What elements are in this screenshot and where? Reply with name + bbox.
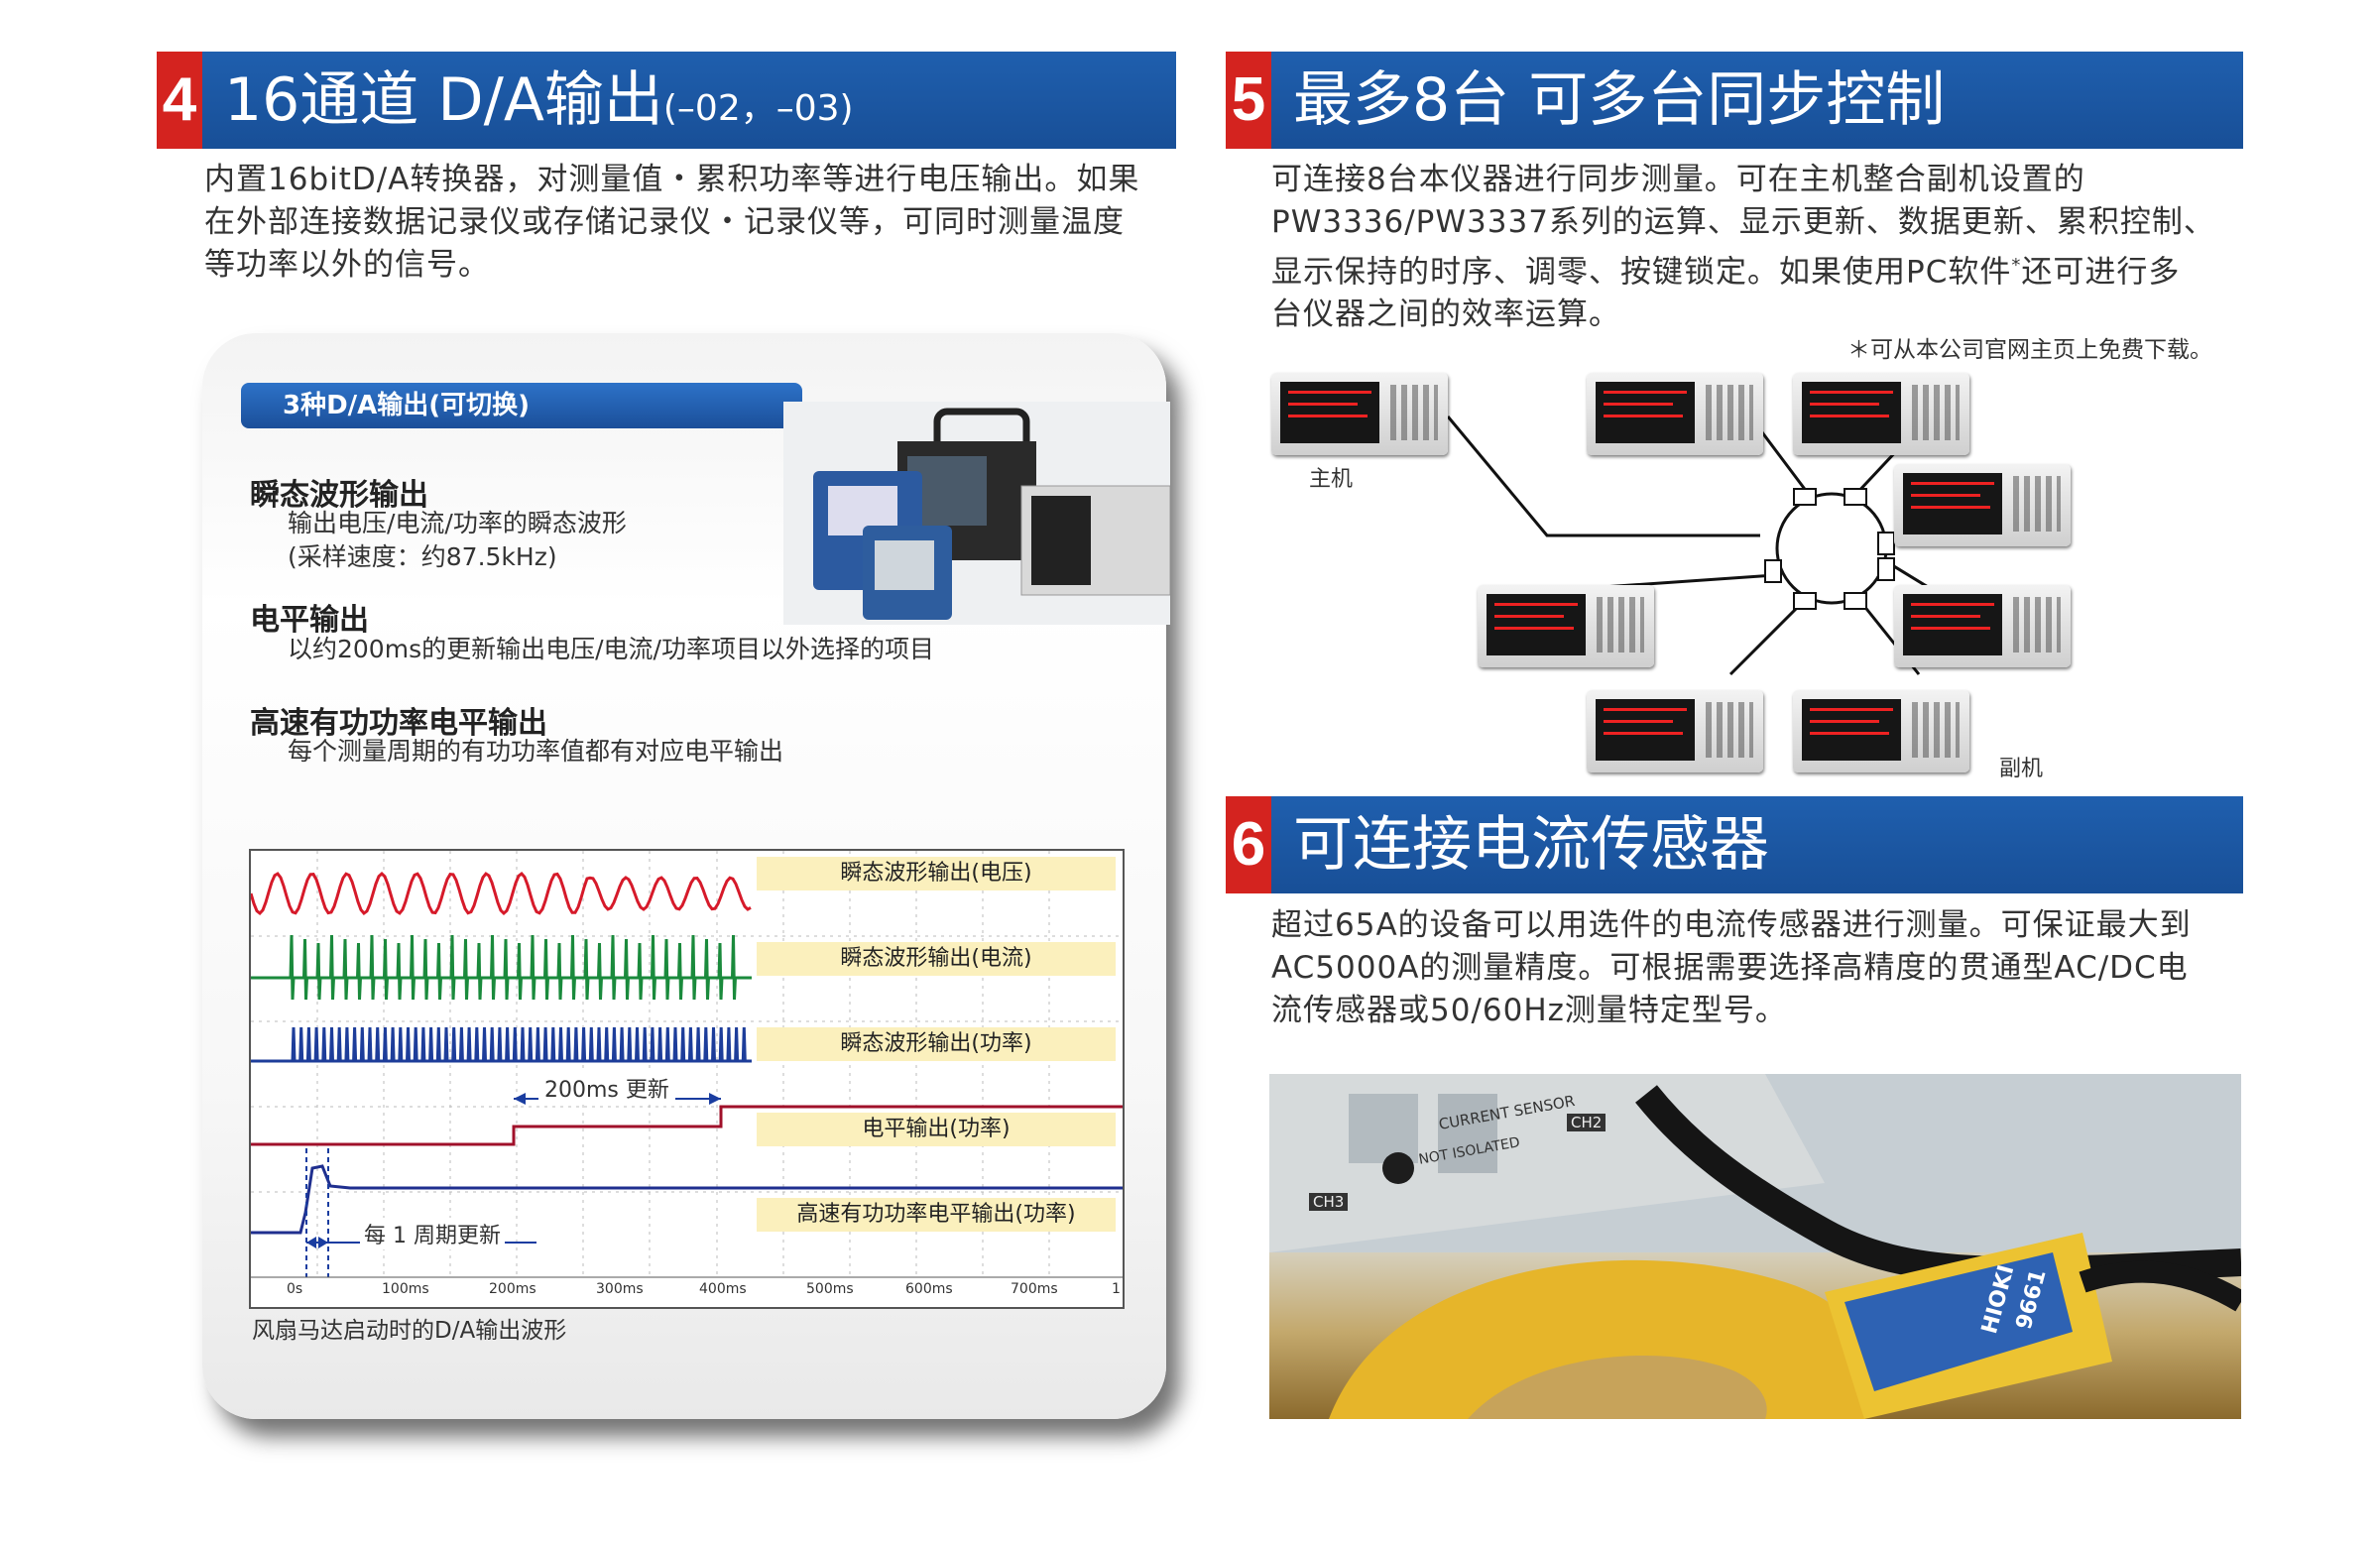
instrument-slave [1793, 690, 1969, 772]
instrument-slave [1894, 464, 2071, 546]
subsection-text: 以约200ms的更新输出电压/电流/功率项目以外选择的项目 [288, 633, 934, 666]
photo-text: CH2 [1567, 1114, 1606, 1131]
tick-label: 0s [287, 1281, 303, 1297]
instrument-slave [1894, 585, 2071, 667]
waveform-label: 瞬态波形输出(功率) [757, 1027, 1116, 1061]
section5-text-line: 显示保持的时序、调零、按键锁定。如果使用PC软件*还可进行多 [1271, 244, 2248, 294]
section4-text-line: 内置16bitD/A转换器，对测量值・累积功率等进行电压输出。如果 [204, 162, 1140, 197]
section6-text-line: AC5000A的测量精度。可根据需要选择高精度的贯通型AC/DC电 [1271, 950, 2189, 986]
waveform-label: 瞬态波形输出(电流) [757, 942, 1116, 976]
section5-header: 5 最多8台 可多台同步控制 [1226, 52, 2243, 149]
section6-title: 可连接电流传感器 [1293, 810, 1769, 880]
tick-label: 500ms [806, 1281, 854, 1297]
section6-number: 6 [1226, 796, 1271, 893]
section6-text-line: 流传感器或50/60Hz测量特定型号。 [1271, 993, 1787, 1028]
section5-text-part: 显示保持的时序、调零、按键锁定。如果使用PC软件 [1271, 254, 2012, 291]
section4-text: 内置16bitD/A转换器，对测量值・累积功率等进行电压输出。如果 在外部连接数… [204, 159, 1186, 287]
instrument-slave [1793, 373, 1969, 455]
instrument-slave [1587, 373, 1763, 455]
section4-text-line: 在外部连接数据记录仪或存储记录仪・记录仪等，可同时测量温度 [204, 204, 1125, 240]
section4-title-suffix: (–02，–03) [662, 88, 854, 129]
subsection-text: 每个测量周期的有功功率值都有对应电平输出 [288, 735, 783, 769]
subsection-text-line: 输出电压/电流/功率的瞬态波形 [288, 509, 627, 537]
scope-caption: 风扇马达启动时的D/A输出波形 [252, 1318, 567, 1344]
current-sensor-photo: CURRENT SENSOR NOT ISOLATED CH3 CH2 HIOK… [1269, 1074, 2241, 1419]
subsection-text-line: (采样速度：约87.5kHz) [288, 542, 557, 571]
subsection-text-line: 以约200ms的更新输出电压/电流/功率项目以外选择的项目 [288, 635, 934, 663]
section4-number: 4 [157, 52, 202, 149]
tick-label: 1 [1112, 1281, 1121, 1297]
annotation-cycle: 每 1 周期更新 [360, 1218, 505, 1249]
section4-title-main: 16通道 D/A输出 [224, 65, 663, 135]
section6-text-line: 超过65A的设备可以用选件的电流传感器进行测量。可保证最大到 [1271, 907, 2192, 943]
subsection-title: 高速有功功率电平输出 [250, 706, 547, 741]
da-output-badge: 3种D/A输出(可切换) [241, 383, 802, 428]
subsection-title: 瞬态波形输出 [250, 478, 428, 513]
current-sensor-image [1269, 1074, 2241, 1419]
waveform-label: 瞬态波形输出(电压) [757, 857, 1116, 890]
annotation-200ms: 200ms 更新 [538, 1072, 675, 1104]
section5-title: 最多8台 可多台同步控制 [1293, 65, 1946, 135]
section5-text-line: 台仪器之间的效率运算。 [1271, 297, 1620, 333]
host-label: 主机 [1309, 467, 1354, 492]
tick-label: 200ms [489, 1281, 536, 1297]
slave-label: 副机 [1999, 757, 2044, 781]
waveform-graph [251, 851, 1123, 1278]
waveform-label: 电平输出(功率) [757, 1113, 1116, 1146]
tick-label: 600ms [905, 1281, 953, 1297]
tick-label: 300ms [596, 1281, 644, 1297]
section4-header: 4 16通道 D/A输出(–02，–03) [157, 52, 1176, 149]
section5-footnote: ＊可从本公司官网主页上免费下载。 [1847, 337, 2212, 363]
section4-title: 16通道 D/A输出(–02，–03) [224, 52, 854, 149]
waveform-scope: 瞬态波形输出(电压) 瞬态波形输出(电流) 瞬态波形输出(功率) 电平输出(功率… [249, 849, 1125, 1309]
tick-label: 100ms [382, 1281, 429, 1297]
equipment-photo [783, 402, 1170, 625]
section5-number: 5 [1226, 52, 1271, 149]
subsection-title: 电平输出 [250, 603, 369, 638]
photo-text: CH3 [1309, 1193, 1349, 1211]
subsection-text-line: 每个测量周期的有功功率值都有对应电平输出 [288, 737, 784, 766]
section4-text-line: 等功率以外的信号。 [204, 247, 490, 283]
section6-header: 6 可连接电流传感器 [1226, 796, 2243, 893]
section5-text: 可连接8台本仪器进行同步测量。可在主机整合副机设置的 PW3336/PW3337… [1271, 159, 2248, 336]
section6-text: 超过65A的设备可以用选件的电流传感器进行测量。可保证最大到 AC5000A的测… [1271, 904, 2248, 1032]
instrument-host [1271, 373, 1448, 455]
tick-label: 400ms [699, 1281, 747, 1297]
section5-text-part: 还可进行多 [2021, 254, 2181, 291]
section5-text-line: 可连接8台本仪器进行同步测量。可在主机整合副机设置的 [1271, 162, 2085, 197]
tick-label: 700ms [1011, 1281, 1058, 1297]
instrument-slave [1478, 585, 1654, 667]
footnote-asterisk-icon: * [2011, 255, 2022, 276]
section5-text-line: PW3336/PW3337系列的运算、显示更新、数据更新、累积控制、 [1271, 204, 2215, 240]
waveform-label: 高速有功功率电平输出(功率) [757, 1198, 1116, 1232]
subsection-text: 输出电压/电流/功率的瞬态波形 (采样速度：约87.5kHz) [288, 507, 627, 574]
instrument-slave [1587, 690, 1763, 772]
